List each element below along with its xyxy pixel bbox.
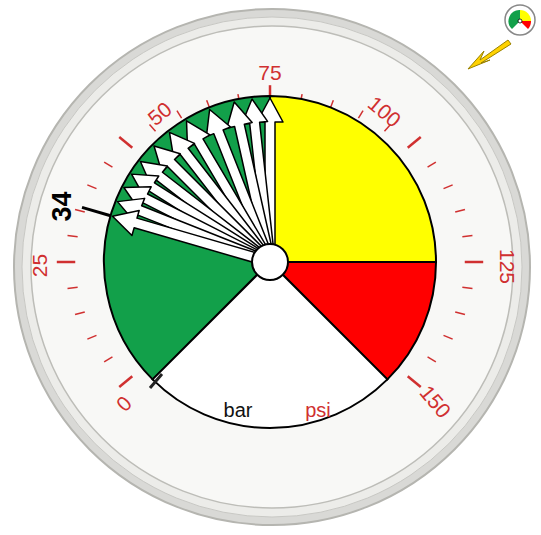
unit-label: bar xyxy=(224,400,253,420)
tick-mark xyxy=(428,357,436,362)
tick-mark xyxy=(428,162,436,167)
tick-mark xyxy=(177,111,182,119)
scale-number: 75 xyxy=(258,62,281,83)
tick-mark xyxy=(444,185,453,189)
tick-mark xyxy=(465,261,483,264)
tick-mark xyxy=(87,185,96,189)
marker-tick xyxy=(82,207,111,215)
tick-mark xyxy=(87,335,96,339)
tick-mark xyxy=(104,357,112,362)
tick-mark xyxy=(104,162,112,167)
tick-mark xyxy=(462,287,472,288)
pointer-arrows xyxy=(109,98,283,275)
unit-label: psi xyxy=(305,400,331,420)
tick-mark xyxy=(119,137,132,148)
tick-mark xyxy=(462,235,472,236)
tick-mark xyxy=(408,376,421,387)
callout-number: 34 xyxy=(48,191,75,221)
white-sector xyxy=(153,262,388,428)
tick-mark xyxy=(75,312,85,315)
tick-mark xyxy=(455,209,465,212)
tick-mark xyxy=(358,111,363,119)
tick-mark xyxy=(455,312,465,315)
tick-mark xyxy=(75,209,85,212)
tick-mark xyxy=(444,335,453,339)
tick-mark xyxy=(68,235,78,236)
scale-number: 125 xyxy=(497,248,518,283)
gauge-bezel-inner xyxy=(22,17,522,517)
tick-mark xyxy=(57,261,75,264)
yellow-sector xyxy=(270,96,436,262)
gauge-bezel xyxy=(14,9,530,525)
scale-number: 25 xyxy=(29,253,50,276)
needle-stub xyxy=(150,374,162,388)
hub xyxy=(252,244,288,280)
tick-mark xyxy=(68,287,78,288)
yellow-pointer xyxy=(468,40,511,69)
tick-mark xyxy=(119,376,132,387)
gauge-icon xyxy=(505,5,535,35)
gauge-face xyxy=(31,26,513,508)
tick-mark xyxy=(408,137,421,148)
